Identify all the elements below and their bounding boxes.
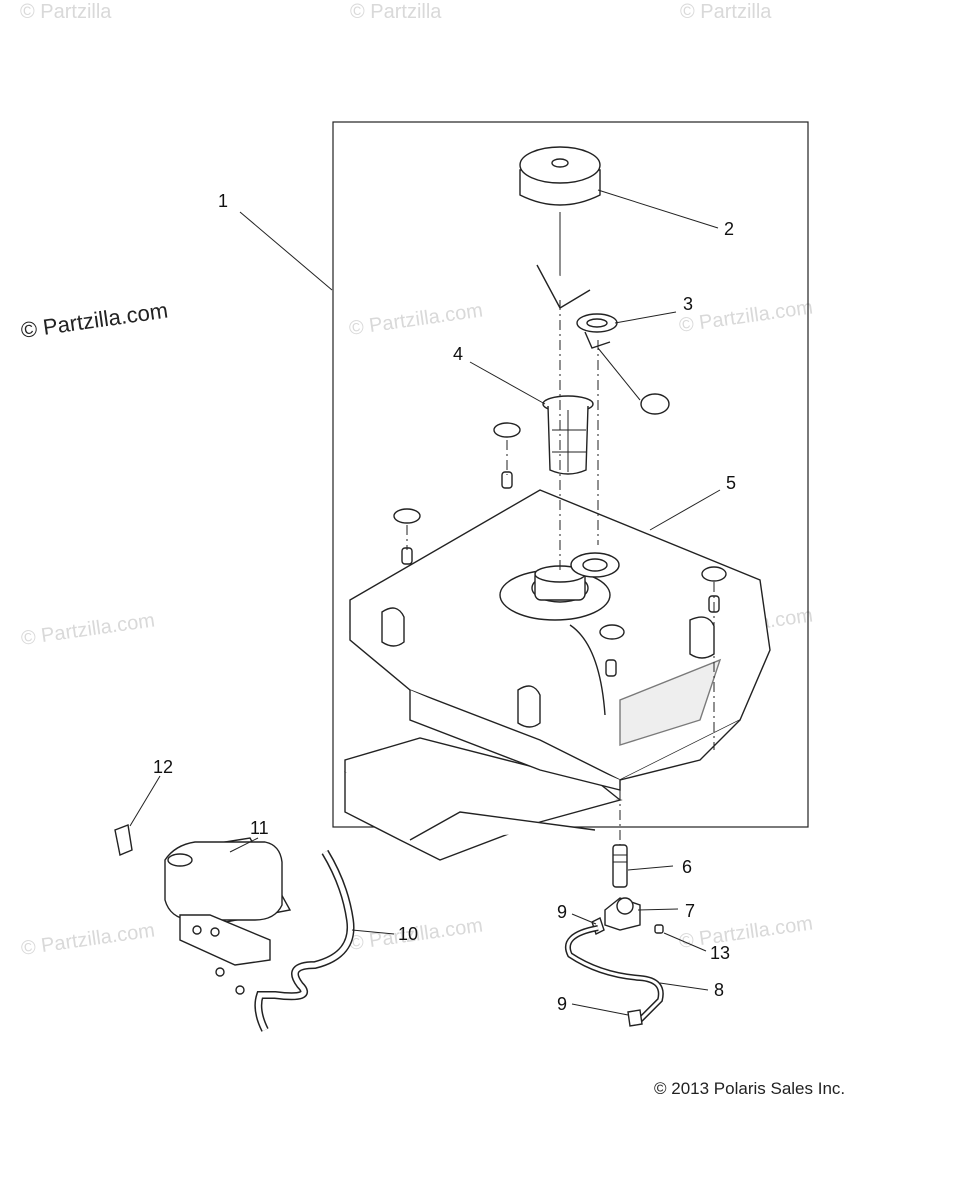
fuel-cap (519, 146, 601, 309)
callout-4: 4 (453, 344, 463, 364)
grommets (393, 422, 727, 677)
watermark-bottom-right: © Partzilla.com (678, 912, 815, 953)
callout-1: 1 (218, 191, 228, 211)
callout-12: 12 (153, 757, 173, 777)
fuel-strainer (542, 395, 594, 475)
watermark-top-center: © Partzilla (350, 1, 442, 23)
tank-bracket (344, 737, 623, 861)
callout-2: 2 (724, 219, 734, 239)
callout-8: 8 (714, 980, 724, 1000)
callout-labels: 1 2 3 4 5 6 7 8 9 9 10 11 12 13 (153, 191, 736, 1014)
fuel-valve-group (565, 897, 664, 1027)
callout-11: 11 (250, 818, 269, 838)
evap-canister-group (114, 824, 355, 1032)
watermark-bottom-left: © Partzilla.com (20, 919, 157, 960)
callout-3: 3 (683, 294, 693, 314)
watermark-prominent: © Partzilla.com (19, 298, 169, 343)
fuel-fitting (612, 844, 628, 888)
centre-lines (406, 300, 715, 845)
watermark-mid-center: © Partzilla.com (348, 299, 485, 340)
watermark-mid-right: © Partzilla.com (678, 296, 815, 337)
callout-7: 7 (685, 901, 695, 921)
callout-9-upper: 9 (557, 902, 567, 922)
fuel-sender (576, 313, 670, 415)
callout-9-lower: 9 (557, 994, 567, 1014)
callout-6: 6 (682, 857, 692, 877)
callout-13: 13 (710, 943, 730, 963)
copyright-notice: © 2013 Polaris Sales Inc. (654, 1079, 845, 1098)
watermark-low-left: © Partzilla.com (20, 609, 157, 650)
leader-lines (129, 189, 721, 1016)
callout-10: 10 (398, 924, 418, 944)
watermark-top-right: © Partzilla (680, 1, 772, 23)
watermark-top-left: © Partzilla (20, 1, 112, 23)
fuel-tank (349, 489, 771, 791)
callout-5: 5 (726, 473, 736, 493)
